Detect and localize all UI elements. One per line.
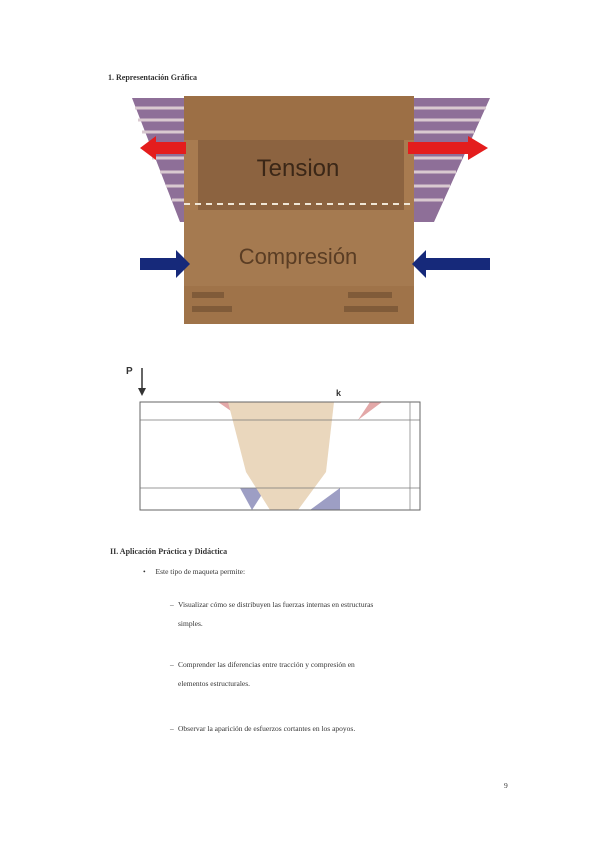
section-1-heading: 1. Representación Gráfica [108,73,197,82]
list-item-1-line2: simples. [178,619,203,628]
tension-label: Tension [257,155,340,182]
bullet-icon: • [143,567,146,576]
tension-region-right [358,402,382,420]
dash-icon: – [170,600,174,609]
page-number: 9 [504,781,508,790]
tension-arrow-left [140,136,186,160]
bullet-item: • Este tipo de maqueta permite: [143,567,245,576]
compression-arrow-left [140,250,190,278]
list-item-2-line1: Comprender las diferencias entre tracció… [178,660,355,669]
list-item-1: – Visualizar cómo se distribuyen las fue… [170,600,513,628]
list-item-1-line1: Visualizar cómo se distribuyen las fuerz… [178,600,374,609]
tension-compression-figure: Tension Compresión [132,96,490,324]
label-k: k [336,388,342,398]
compression-region-right [310,488,340,510]
compression-label: Compresión [239,244,358,269]
compression-arrow-right [412,250,490,278]
label-p: P [126,366,133,377]
load-arrow-head [138,388,146,396]
right-stress-wing [406,98,490,222]
bullet-text: Este tipo de maqueta permite: [155,567,246,576]
cardboard-box [184,96,414,324]
list-item-3: – Observar la aparición de esfuerzos cor… [170,724,513,733]
beam-outline [139,401,421,511]
tension-arrow-right [408,136,488,160]
dash-icon: – [170,660,174,669]
section-2-heading: II. Aplicación Práctica y Didáctica [110,547,228,556]
list-item-2: – Comprender las diferencias entre tracc… [170,660,513,688]
compression-region-left [240,488,266,510]
stress-region [228,402,334,510]
beam-stress-figure: P k [126,366,421,511]
list-item-3-line1: Observar la aparición de esfuerzos corta… [178,724,356,733]
dash-icon: – [170,724,174,733]
list-item-2-line2: elementos estructurales. [178,679,251,688]
